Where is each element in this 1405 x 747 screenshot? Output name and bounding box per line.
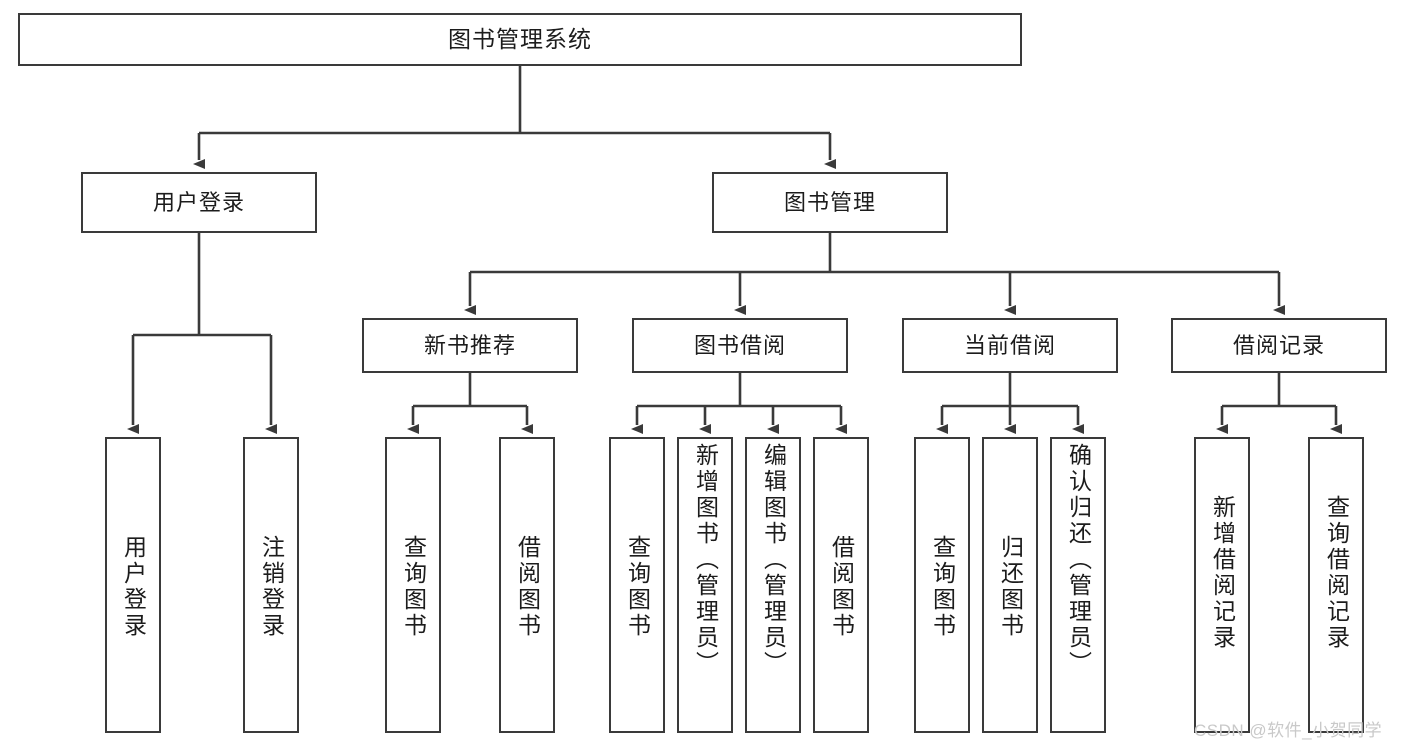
node-label: 查询图书: [929, 535, 956, 639]
node-user-login[interactable]: 用户登录: [81, 172, 317, 233]
node-label: 图书管理系统: [448, 25, 592, 52]
leaf-query-book-recommend[interactable]: 查询图书: [385, 437, 441, 733]
node-label: 新增借阅记录: [1209, 495, 1236, 651]
node-label: 查询借阅记录: [1323, 495, 1350, 651]
node-label: 用户登录: [120, 535, 147, 639]
node-label: 借阅图书: [828, 535, 855, 639]
node-label: 编辑图书（管理员）: [760, 443, 787, 677]
leaf-query-borrow-record[interactable]: 查询借阅记录: [1308, 437, 1364, 733]
leaf-add-borrow-record[interactable]: 新增借阅记录: [1194, 437, 1250, 733]
watermark-text: CSDN @软件_小贺同学: [1194, 721, 1383, 740]
leaf-borrow-book[interactable]: 借阅图书: [813, 437, 869, 733]
leaf-edit-book-admin[interactable]: 编辑图书（管理员）: [745, 437, 801, 733]
node-root-system[interactable]: 图书管理系统: [18, 13, 1022, 66]
leaf-add-book-admin[interactable]: 新增图书（管理员）: [677, 437, 733, 733]
node-borrow-record[interactable]: 借阅记录: [1171, 318, 1387, 373]
node-new-book-recommend[interactable]: 新书推荐: [362, 318, 578, 373]
node-label: 新书推荐: [423, 332, 516, 358]
node-label: 查询图书: [624, 535, 651, 639]
node-label: 借阅图书: [514, 535, 541, 639]
leaf-logout[interactable]: 注销登录: [243, 437, 299, 733]
node-book-borrow[interactable]: 图书借阅: [632, 318, 848, 373]
node-label: 当前借阅: [963, 332, 1056, 358]
node-label: 新增图书（管理员）: [692, 443, 719, 677]
leaf-confirm-return-admin[interactable]: 确认归还（管理员）: [1050, 437, 1106, 733]
node-label: 图书借阅: [693, 332, 786, 358]
node-current-borrow[interactable]: 当前借阅: [902, 318, 1118, 373]
node-label: 注销登录: [258, 535, 285, 639]
node-label: 确认归还（管理员）: [1065, 443, 1092, 677]
node-label: 用户登录: [152, 189, 245, 215]
leaf-return-book[interactable]: 归还图书: [982, 437, 1038, 733]
leaf-query-book-current[interactable]: 查询图书: [914, 437, 970, 733]
node-label: 图书管理: [783, 189, 876, 215]
node-label: 归还图书: [997, 535, 1024, 639]
leaf-query-book-borrow[interactable]: 查询图书: [609, 437, 665, 733]
leaf-borrow-book-recommend[interactable]: 借阅图书: [499, 437, 555, 733]
node-label: 查询图书: [400, 535, 427, 639]
node-book-management[interactable]: 图书管理: [712, 172, 948, 233]
leaf-user-login[interactable]: 用户登录: [105, 437, 161, 733]
node-label: 借阅记录: [1232, 332, 1325, 358]
